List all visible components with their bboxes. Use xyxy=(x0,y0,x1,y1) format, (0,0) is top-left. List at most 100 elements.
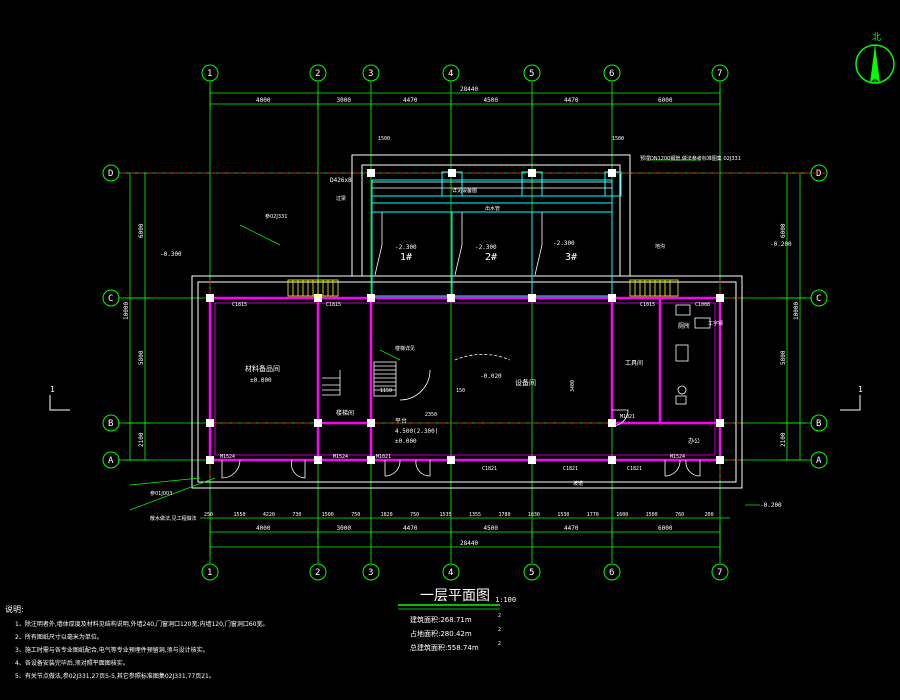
axis-bubble-row xyxy=(810,414,828,432)
walls xyxy=(208,296,722,462)
pipe-ref: 预埋DN1200钢管,做法参考标准图集 02J331 xyxy=(640,155,741,162)
room-tools: 工具间 xyxy=(625,359,643,367)
room-platform: 平台 xyxy=(395,417,407,425)
elev-equipment: -0.020 xyxy=(480,373,502,380)
bottom-dimensions xyxy=(200,517,730,555)
axis-bubble-col xyxy=(309,64,327,82)
win-c1815-a: C1815 xyxy=(232,302,247,308)
section-marker-left xyxy=(49,395,70,411)
bottom-detail-dim: 1535 xyxy=(440,512,452,518)
axis-label-col: 5 xyxy=(529,568,534,578)
axis-label-row: D xyxy=(108,169,113,179)
dim-2350: 2350 xyxy=(425,412,437,418)
structural-column xyxy=(528,294,536,302)
pump-2: 2# xyxy=(485,252,497,263)
section-left-label: 1 xyxy=(50,385,55,394)
axis-bubble-row xyxy=(102,414,120,432)
top-segment-dim: 6000 xyxy=(658,97,673,104)
axis-label-col: 4 xyxy=(448,568,453,578)
right-top-dim: 6000 xyxy=(780,223,787,238)
top-segment-dim: 4470 xyxy=(403,97,418,104)
room-office: 办公 xyxy=(688,437,700,445)
axis-label-col: 3 xyxy=(368,568,373,578)
north-arrow: 北 xyxy=(855,32,895,84)
building-outline xyxy=(191,154,743,489)
structural-column xyxy=(367,456,375,464)
right-dimensions xyxy=(780,172,806,461)
room-materials-elev: ±0.000 xyxy=(250,377,272,384)
structural-column xyxy=(367,294,375,302)
left-total-dim: 10000 xyxy=(123,302,130,320)
note-ref-b: 参01J003 xyxy=(150,490,172,497)
axis-label-row: B xyxy=(108,419,113,429)
right-bot-dim: 2100 xyxy=(780,432,787,447)
axis-bubble-col xyxy=(523,563,541,581)
axis-label-col: 6 xyxy=(609,568,614,578)
door-m1021-b: M1021 xyxy=(376,454,391,460)
structural-column xyxy=(206,456,214,464)
toilet-fixtures xyxy=(675,304,711,405)
structural-column xyxy=(314,456,322,464)
note-3: 3、施工时需与各专业图纸配合,电气等专业预埋件预留洞,须与设计核实。 xyxy=(15,646,209,654)
area-total-sup: 2 xyxy=(498,641,501,647)
dim-3400: 3400 xyxy=(570,380,576,392)
bottom-detail-dim: 1530 xyxy=(557,512,569,518)
structural-column xyxy=(716,419,724,427)
pipe-note: 出水管 xyxy=(485,205,500,212)
elev-pit-2: -2.300 xyxy=(475,244,497,251)
axis-label-col: 7 xyxy=(717,69,722,79)
win-c1815-b: C1815 xyxy=(326,302,341,308)
pump-1: 1# xyxy=(400,252,412,263)
structural-column xyxy=(314,419,322,427)
bottom-detail-dim: 1830 xyxy=(528,512,540,518)
axis-label-col: 1 xyxy=(207,69,212,79)
pipe-d426: D426x8 xyxy=(330,177,352,184)
ramp-note: 坡道 xyxy=(573,480,583,487)
structural-column xyxy=(716,294,724,302)
notes-block: 说明: 1、除注明者外,墙体厚度及材料见结构说明,外墙240,门窗洞口120宽;… xyxy=(5,604,268,680)
structural-column xyxy=(448,169,456,177)
left-bot-dim: 2100 xyxy=(138,432,145,447)
trench-note: 地沟 xyxy=(655,243,665,250)
structural-column xyxy=(206,419,214,427)
top-total-dim: 28440 xyxy=(460,86,478,93)
area-footprint: 占地面积:280.42m xyxy=(410,629,472,638)
elev-platform: 4.500(2.300) xyxy=(395,428,438,435)
axis-bubble-col xyxy=(201,563,219,581)
drawing-title: 一层平面图 xyxy=(420,588,490,604)
bottom-detail-dim: 1500 xyxy=(646,512,658,518)
room-stair: 楼梯间 xyxy=(336,409,354,417)
axis-label-row: D xyxy=(816,169,821,179)
axis-bubble-col xyxy=(711,563,729,581)
pump-3: 3# xyxy=(565,252,577,263)
bottom-detail-dim: 730 xyxy=(292,512,301,518)
note-5: 5、有关节点做法,参02J331,27页5-5,其它参照标准图集02J331,7… xyxy=(15,672,215,680)
structural-column xyxy=(608,419,616,427)
win-c1821-b: C1821 xyxy=(563,466,578,472)
area-building-sup: 2 xyxy=(498,613,501,619)
axis-bubble-row xyxy=(102,164,120,182)
bottom-detail-dim: 750 xyxy=(410,512,419,518)
ref-02j331: 参02J331 xyxy=(265,213,287,220)
axis-bubble-col xyxy=(711,64,729,82)
lintel-note: 过梁 xyxy=(336,195,346,202)
room-equipment: 设备间 xyxy=(515,378,536,387)
axis-label-col: 2 xyxy=(315,568,320,578)
bottom-detail-dim: 1820 xyxy=(381,512,393,518)
elev-outside-right: -0.200 xyxy=(760,502,782,509)
dim-1150: 1150 xyxy=(380,388,392,394)
room-materials: 材料备品间 xyxy=(245,364,280,373)
steps xyxy=(287,279,679,297)
axis-label-col: 5 xyxy=(529,69,534,79)
note-4: 4、各设备安装完毕后,须对照平面图核实。 xyxy=(15,659,129,667)
elev-pit-3: -2.300 xyxy=(553,240,575,247)
crane-note: 工字钢 xyxy=(708,320,723,327)
bottom-detail-dim: 1550 xyxy=(233,512,245,518)
structural-column xyxy=(447,294,455,302)
bottom-detail-dim: 1500 xyxy=(322,512,334,518)
bottom-detail-dim: 4220 xyxy=(263,512,275,518)
axis-bubble-col xyxy=(523,64,541,82)
note-ref-c: 散水做法,见工程做法 xyxy=(150,515,197,522)
bottom-detail-dim: 1600 xyxy=(616,512,628,518)
